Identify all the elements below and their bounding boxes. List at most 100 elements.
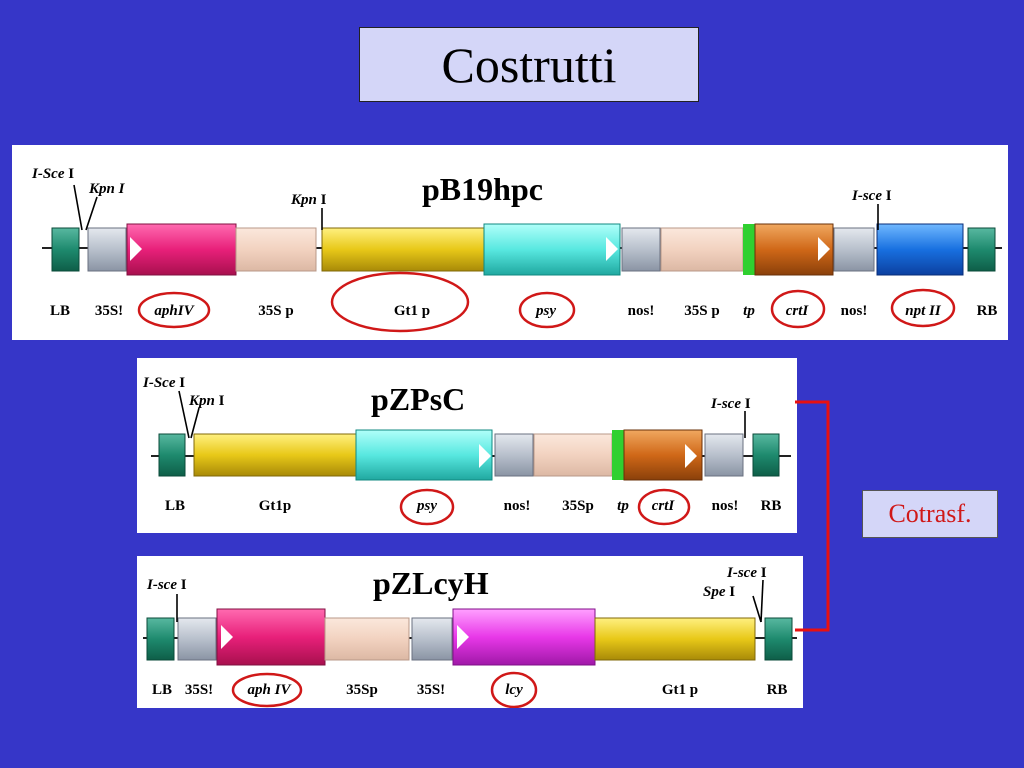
- site-pointer: [178, 390, 190, 439]
- promoter-gt1-block: [594, 617, 756, 661]
- construct-map-pb19hpc: I-Sce I Kpn I Kpn I I-sce I pB19hpc LB 3…: [31, 166, 1002, 333]
- construct-map-pzlcyh: I-sce I I-sce I Spe I pZLcyH LB 35S! aph…: [143, 565, 797, 708]
- promoter-35s-block: [533, 433, 613, 477]
- label-tp: tp: [617, 498, 629, 514]
- terminator-35s-block: [87, 227, 127, 272]
- gene-nptii-block: [876, 223, 964, 276]
- label-35s-term: 35S!: [95, 303, 123, 319]
- terminator-35s-block-2: [411, 617, 453, 661]
- arrow-right-icon: [606, 237, 618, 261]
- label-35s-promoter-2: 35S p: [684, 303, 719, 319]
- site-pointer: [73, 184, 83, 231]
- construct-map-pzpsc: I-Sce I Kpn I I-sce I pZPsC LB Gt1p psy …: [142, 375, 791, 526]
- gene-aphiv-block: [216, 608, 326, 666]
- site-label-isce-2: I-sce I: [710, 396, 751, 412]
- gene-lcy-block: [452, 608, 596, 666]
- label-lb: LB: [152, 682, 172, 698]
- site-label-spe: Spe I: [703, 584, 735, 600]
- arrow-right-icon: [479, 444, 491, 468]
- label-nptii: npt II: [905, 303, 942, 319]
- arrow-right-icon: [685, 444, 697, 468]
- label-gt1: Gt1 p: [394, 303, 430, 319]
- label-gt1: Gt1p: [259, 498, 292, 514]
- construct-panel-pb19hpc: I-Sce I Kpn I Kpn I I-sce I pB19hpc LB 3…: [12, 145, 1008, 340]
- promoter-gt1-block: [321, 227, 485, 272]
- rb-border-block: [967, 227, 996, 272]
- construct-panel-pzpsc: I-Sce I Kpn I I-sce I pZPsC LB Gt1p psy …: [137, 358, 797, 533]
- label-nos: nos!: [628, 303, 655, 319]
- promoter-35s-block: [235, 227, 317, 272]
- label-lb: LB: [50, 303, 70, 319]
- arrow-left-icon: [221, 625, 233, 649]
- construct-name: pZLcyH: [373, 565, 489, 601]
- label-lcy: lcy: [505, 682, 523, 698]
- terminator-nos-block: [494, 433, 534, 477]
- label-gt1: Gt1 p: [662, 682, 698, 698]
- highlight-circle: [890, 288, 956, 328]
- rb-border-block: [764, 617, 793, 661]
- lb-border-block: [51, 227, 80, 272]
- arrow-right-icon: [818, 237, 830, 261]
- gene-psy-block: [355, 429, 493, 481]
- site-pointer: [752, 595, 762, 623]
- highlight-circle: [330, 271, 470, 333]
- site-pointer: [85, 196, 98, 231]
- site-label-isce: I-sce I: [146, 577, 187, 593]
- highlight-circle: [637, 488, 691, 526]
- label-35s-term-2: 35S!: [417, 682, 445, 698]
- label-psy: psy: [415, 498, 437, 514]
- terminator-nos-block: [621, 227, 661, 272]
- promoter-35s-block-2: [660, 227, 744, 272]
- label-crti: crtI: [652, 498, 676, 514]
- gene-psy-block: [483, 223, 621, 276]
- label-aphiv: aph IV: [248, 682, 293, 698]
- arrow-left-icon: [457, 625, 469, 649]
- label-35s-term: 35S!: [185, 682, 213, 698]
- terminator-35s-block: [177, 617, 217, 661]
- construct-panel-pzlcyh: I-sce I I-sce I Spe I pZLcyH LB 35S! aph…: [137, 556, 803, 708]
- highlight-circle: [490, 671, 538, 708]
- label-35s-promoter: 35Sp: [562, 498, 594, 514]
- site-label-kpn: Kpn I: [88, 181, 126, 197]
- label-rb: RB: [977, 303, 998, 319]
- label-lb: LB: [165, 498, 185, 514]
- label-rb: RB: [767, 682, 788, 698]
- site-pointer: [190, 407, 200, 439]
- lb-border-block: [146, 617, 175, 661]
- construct-name: pB19hpc: [422, 171, 543, 207]
- promoter-gt1-block: [193, 433, 357, 477]
- lb-border-block: [158, 433, 186, 477]
- rb-border-block: [752, 433, 780, 477]
- site-label-isce-2: I-sce I: [851, 188, 892, 204]
- transit-peptide-block: [612, 430, 624, 480]
- site-pointer: [760, 579, 764, 623]
- highlight-circle: [399, 488, 455, 526]
- highlight-circle: [770, 289, 826, 329]
- promoter-35s-block: [324, 617, 410, 661]
- label-nos-2: nos!: [841, 303, 868, 319]
- site-label-isce: I-Sce I: [142, 375, 185, 391]
- site-label-isce: I-Sce I: [31, 166, 74, 182]
- gene-aphiv-block: [126, 223, 237, 276]
- label-nos: nos!: [504, 498, 531, 514]
- highlight-circle: [137, 291, 211, 329]
- label-35s-promoter: 35Sp: [346, 682, 378, 698]
- cotrasf-label: Cotrasf.: [862, 490, 998, 538]
- transit-peptide-block: [743, 224, 755, 275]
- site-label-kpn-2: Kpn I: [290, 192, 327, 208]
- site-label-isce-2: I-sce I: [726, 565, 767, 581]
- label-crti: crtI: [786, 303, 810, 319]
- construct-name: pZPsC: [371, 381, 465, 417]
- slide-title: Costrutti: [359, 27, 699, 102]
- arrow-left-icon: [130, 237, 142, 261]
- label-rb: RB: [761, 498, 782, 514]
- label-tp: tp: [743, 303, 755, 319]
- terminator-nos-block-2: [704, 433, 744, 477]
- highlight-circle: [231, 672, 303, 708]
- terminator-nos-block-2: [833, 227, 875, 272]
- label-nos-2: nos!: [712, 498, 739, 514]
- label-35s-promoter: 35S p: [258, 303, 293, 319]
- label-aphiv: aphIV: [154, 303, 195, 319]
- label-psy: psy: [534, 303, 556, 319]
- highlight-circle: [518, 291, 576, 329]
